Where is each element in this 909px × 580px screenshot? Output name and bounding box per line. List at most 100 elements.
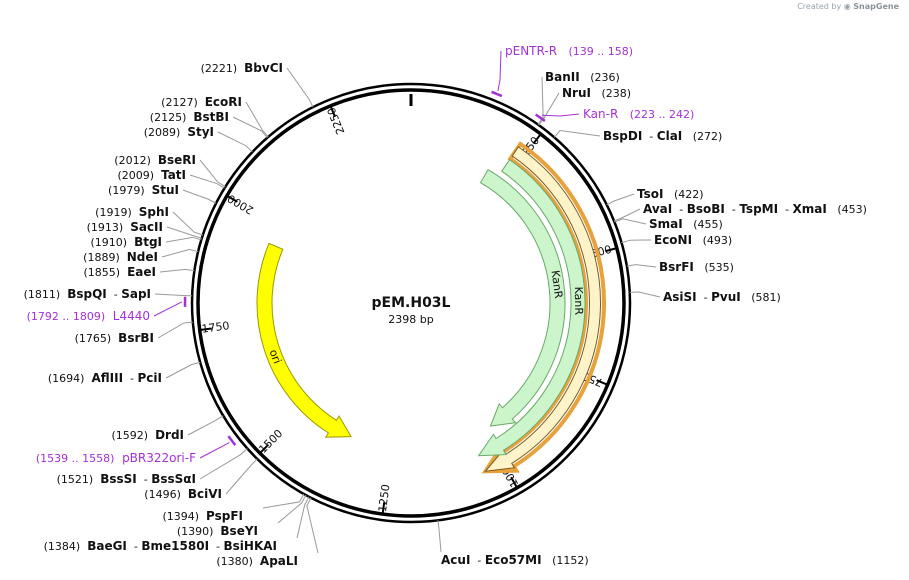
site-separator	[827, 203, 838, 216]
site-bstbi[interactable]: (2125) BstBI	[150, 110, 268, 139]
primer-label: (1539 .. 1558) pBR322ori-F	[36, 451, 196, 465]
primer-l4440[interactable]: (1792 .. 1809) L4440	[27, 296, 187, 323]
tick-label: 1500	[256, 427, 285, 456]
site-enzyme-name: TatI	[161, 168, 186, 182]
tick-mark	[259, 443, 270, 454]
site-label: (1889) NdeI	[83, 250, 158, 264]
site-acui[interactable]: AcuI - Eco57MI (1152)	[437, 520, 589, 567]
site-position: (1592)	[111, 429, 148, 442]
feature-kanr[interactable]: KanR	[479, 168, 566, 427]
site-position: (2012)	[114, 154, 151, 167]
site-leader-line	[614, 218, 647, 225]
site-dash: -	[137, 473, 151, 486]
site-separator	[741, 291, 752, 304]
site-banii[interactable]: BanII (236)	[537, 70, 620, 125]
feature-label: KanR	[549, 269, 566, 299]
site-baegi[interactable]: (1384) BaeGI - Bme1580I - BsiHKAI	[44, 496, 310, 553]
primer-label: (1792 .. 1809) L4440	[27, 309, 150, 323]
site-bbvci[interactable]: (2221) BbvCI	[201, 61, 314, 108]
site-enzyme-name: PciI	[138, 371, 163, 385]
site-apali[interactable]: (1380) ApaLI	[216, 497, 319, 568]
site-enzyme-name: StyI	[187, 125, 214, 139]
site-label: (1521) BssSI - BssSαI	[57, 472, 196, 486]
site-separator	[93, 473, 100, 486]
backbone-outer-circle	[196, 88, 626, 518]
site-bseyi[interactable]: (1390) BseYI	[177, 494, 307, 538]
site-position: (1394)	[162, 510, 199, 523]
site-smai[interactable]: SmaI (455)	[614, 217, 723, 231]
site-bsrbi[interactable]: (1765) BsrBI	[75, 321, 193, 345]
feature-kanr[interactable]	[481, 141, 606, 474]
primer-range: (1792 .. 1809)	[27, 310, 106, 323]
site-bsrfi[interactable]: BsrFI (535)	[626, 260, 734, 274]
primer-kan-r[interactable]: Kan-R (223 .. 242)	[534, 107, 695, 122]
site-label: (1855) EaeI	[84, 265, 156, 279]
site-tsoi[interactable]: TsoI (422)	[606, 187, 704, 206]
primer-label: Kan-R (223 .. 242)	[583, 107, 694, 121]
site-leader-line	[613, 208, 641, 222]
site-stui[interactable]: (1979) StuI	[108, 183, 217, 204]
site-enzyme-name: BseYI	[220, 524, 258, 538]
primer-pentr-r[interactable]: pENTR-R (139 .. 158)	[491, 44, 634, 98]
site-pspfi[interactable]: (1394) PspFI	[162, 493, 305, 523]
site-asisi[interactable]: AsiSI - PvuI (581)	[629, 290, 781, 304]
site-separator	[683, 218, 694, 231]
site-enzyme-name: Eco57MI	[485, 553, 542, 567]
site-styi[interactable]: (2089) StyI	[144, 125, 253, 153]
site-leader-line	[306, 497, 319, 554]
site-enzyme-name: BssSαI	[151, 472, 196, 486]
site-label: AcuI - Eco57MI (1152)	[441, 553, 589, 567]
site-sacii[interactable]: (1913) SacII	[87, 220, 202, 239]
site-tati[interactable]: (2009) TatI	[117, 168, 225, 189]
site-position: (1521)	[57, 473, 94, 486]
site-separator	[120, 266, 127, 279]
primer-leader-line	[153, 301, 183, 317]
site-leader-line	[286, 67, 314, 108]
site-leader-line	[296, 496, 310, 539]
site-bspdi[interactable]: BspDI - ClaI (272)	[553, 129, 722, 143]
site-enzyme-name: TspMI	[739, 202, 778, 216]
site-position: (1384)	[44, 540, 81, 553]
site-bseri[interactable]: (2012) BseRI	[114, 153, 226, 188]
primer-range: (1539 .. 1558)	[36, 452, 115, 465]
site-econi[interactable]: EcoNI (493)	[621, 233, 733, 247]
site-ecori[interactable]: (2127) EcoRI	[161, 95, 269, 138]
site-eaei[interactable]: (1855) EaeI	[84, 265, 195, 279]
site-leader-line	[621, 239, 652, 244]
site-nrui[interactable]: NruI (238)	[538, 86, 631, 126]
site-leader-line	[172, 211, 203, 236]
backbone-inner-circle	[190, 82, 632, 524]
site-leader-line	[606, 193, 635, 206]
site-bcivi[interactable]: (1496) BciVI	[144, 458, 258, 501]
site-leader-line	[199, 448, 248, 480]
site-avai[interactable]: AvaI - BsoBI - TspMI - XmaI (453)	[613, 202, 867, 222]
site-dash: -	[209, 540, 223, 553]
site-label: (1979) StuI	[108, 183, 179, 197]
site-btgi[interactable]: (1910) BtgI	[90, 235, 202, 249]
site-position: (238)	[601, 87, 631, 100]
site-ndei[interactable]: (1889) NdeI	[83, 248, 199, 264]
site-drdi[interactable]: (1592) DrdI	[111, 415, 224, 442]
site-position: (1919)	[95, 206, 132, 219]
primer-pbr322ori-f[interactable]: (1539 .. 1558) pBR322ori-F	[36, 435, 237, 465]
site-label: (2089) StyI	[144, 125, 214, 139]
site-enzyme-name: NdeI	[127, 250, 158, 264]
feature-arrow	[479, 168, 566, 427]
site-sphi[interactable]: (1919) SphI	[95, 205, 203, 236]
primer-separator	[618, 107, 629, 121]
feature-ori[interactable]: ori	[256, 242, 352, 438]
site-separator	[154, 169, 161, 182]
site-separator	[542, 554, 553, 567]
site-bspqi[interactable]: (1811) BspQI - SapI	[24, 287, 193, 301]
site-separator	[84, 372, 91, 385]
site-enzyme-name: DrdI	[155, 428, 184, 442]
site-enzyme-name: BsrFI	[659, 260, 694, 274]
site-dash: -	[778, 203, 792, 216]
site-afliii[interactable]: (1694) AflIII - PciI	[48, 361, 201, 385]
site-enzyme-name: BsiHKAI	[224, 539, 278, 553]
site-label: (2012) BseRI	[114, 153, 196, 167]
site-position: (2127)	[161, 96, 198, 109]
site-enzyme-name: StuI	[152, 183, 179, 197]
feature-kanr[interactable]: KanR	[477, 158, 586, 457]
site-bsssi[interactable]: (1521) BssSI - BssSαI	[57, 448, 248, 486]
